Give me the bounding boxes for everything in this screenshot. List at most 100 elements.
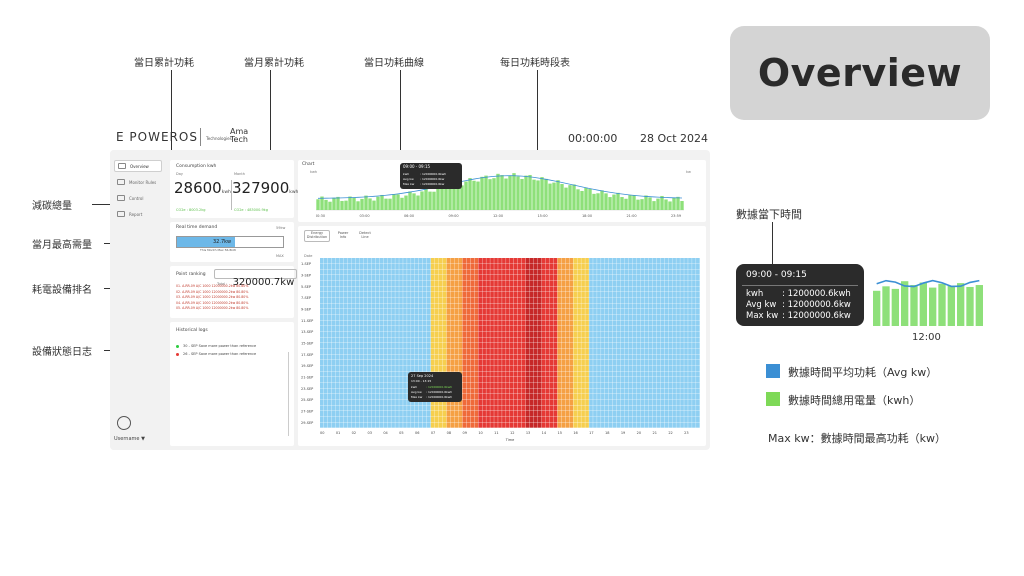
heatmap-cell bbox=[442, 258, 447, 264]
sidebar-item-monitor-rules[interactable]: Monitor Rules bbox=[114, 176, 162, 188]
heatmap-cell bbox=[383, 394, 387, 400]
tab-energy-distribution[interactable]: Energy Distribution bbox=[304, 230, 330, 242]
heatmap-cell bbox=[593, 309, 597, 315]
heatmap-cell bbox=[331, 297, 336, 304]
tooltip-avg-value: : 12000000.6kwh bbox=[426, 390, 453, 394]
tab-detect-line[interactable]: Detect Line bbox=[359, 231, 371, 239]
heatmap-cell bbox=[660, 382, 665, 389]
heatmap-cell bbox=[490, 269, 494, 275]
heatmap-cell bbox=[573, 275, 577, 281]
heatmap-cell bbox=[517, 314, 522, 321]
heatmap-cell bbox=[466, 275, 471, 281]
heatmap-cell bbox=[644, 263, 649, 270]
heatmap-cell bbox=[494, 331, 498, 338]
heatmap-cell bbox=[474, 377, 479, 383]
heatmap-cell bbox=[608, 422, 613, 428]
heatmap-cell bbox=[632, 394, 637, 400]
heatmap-cell bbox=[557, 258, 562, 264]
heatmap-cell bbox=[577, 326, 581, 332]
heatmap-cell bbox=[470, 348, 475, 355]
heatmap-cell bbox=[335, 263, 340, 270]
heatmap-cell bbox=[529, 331, 534, 338]
heatmap-cell bbox=[498, 269, 502, 275]
heatmap-cell bbox=[347, 337, 352, 343]
heatmap-cell bbox=[490, 297, 494, 304]
sidebar-item-report[interactable]: Report bbox=[114, 208, 162, 220]
heatmap-cell bbox=[541, 337, 546, 343]
heatmap-cell bbox=[323, 354, 328, 360]
heatmap-cell bbox=[395, 388, 399, 394]
heatmap-cell bbox=[620, 286, 625, 292]
heatmap-cell bbox=[616, 303, 621, 309]
heatmap-cell bbox=[490, 280, 494, 287]
day-bar bbox=[672, 197, 676, 210]
heatmap-cell bbox=[668, 382, 672, 389]
heatmap-cell bbox=[593, 382, 597, 389]
heatmap-cell bbox=[482, 292, 486, 298]
heatmap-cell bbox=[636, 371, 641, 377]
heatmap-cell bbox=[636, 394, 641, 400]
heatmap-cell bbox=[569, 360, 574, 366]
heatmap-cell bbox=[462, 309, 467, 315]
heatmap-cell bbox=[601, 388, 605, 394]
heatmap-cell bbox=[502, 258, 506, 264]
heatmap-cell bbox=[672, 331, 676, 338]
month-label: Month bbox=[234, 172, 245, 176]
heatmap-cell bbox=[454, 411, 459, 417]
heatmap-cell bbox=[656, 280, 661, 287]
heatmap-cell bbox=[561, 416, 566, 423]
heatmap-cell bbox=[668, 292, 672, 298]
sidebar-item-control[interactable]: Control bbox=[114, 192, 162, 204]
tab-power-info[interactable]: Power Info bbox=[337, 231, 349, 239]
heatmap-cell bbox=[533, 422, 538, 428]
heatmap-cell bbox=[612, 405, 617, 411]
heatmap-cell bbox=[343, 365, 348, 372]
heatmap-cell bbox=[482, 422, 486, 428]
heatmap-cell bbox=[688, 411, 692, 417]
avatar[interactable] bbox=[117, 416, 131, 430]
heatmap-cell bbox=[407, 365, 411, 372]
sidebar: Overview Monitor Rules Control Report Us… bbox=[110, 150, 166, 450]
annotation-line bbox=[772, 222, 773, 266]
heatmap-cell bbox=[418, 405, 423, 411]
x-tick-label: 15 bbox=[558, 431, 562, 435]
heatmap-cell bbox=[648, 303, 653, 309]
heatmap-cell bbox=[387, 411, 391, 417]
username-menu[interactable]: Username ▼ bbox=[114, 436, 145, 442]
heatmap-cell bbox=[320, 422, 324, 428]
heatmap-cell bbox=[399, 422, 403, 428]
heatmap-cell bbox=[537, 320, 542, 326]
heatmap-chart[interactable]: 1-SEP3-SEP5-SEP7-SEP9-SEP11-SEP13-SEP15-… bbox=[300, 258, 704, 444]
heatmap-cell bbox=[652, 394, 657, 400]
heatmap-cell bbox=[490, 275, 494, 281]
sidebar-item-overview[interactable]: Overview bbox=[114, 160, 162, 172]
heatmap-cell bbox=[510, 263, 514, 270]
log-scrollbar[interactable] bbox=[288, 352, 289, 436]
heatmap-cell bbox=[565, 263, 570, 270]
heatmap-cell bbox=[676, 263, 680, 270]
heatmap-cell bbox=[395, 343, 399, 349]
heatmap-cell bbox=[688, 275, 692, 281]
heatmap-cell bbox=[601, 416, 605, 423]
heatmap-cell bbox=[517, 365, 522, 372]
heatmap-cell bbox=[442, 399, 447, 406]
day-value: 28600 bbox=[174, 179, 222, 197]
heatmap-cell bbox=[395, 258, 399, 264]
heatmap-cell bbox=[320, 331, 324, 338]
heatmap-cell bbox=[411, 331, 415, 338]
x-tick-label: 02 bbox=[352, 431, 356, 435]
heatmap-cell bbox=[343, 263, 348, 270]
y-tick-label: 11-SEP bbox=[301, 319, 313, 323]
heatmap-cell bbox=[549, 326, 554, 332]
heatmap-cell bbox=[375, 394, 380, 400]
heatmap-cell bbox=[573, 365, 577, 372]
heatmap-cell bbox=[517, 411, 522, 417]
heatmap-cell bbox=[648, 411, 653, 417]
day-bar bbox=[632, 195, 636, 210]
heatmap-cell bbox=[612, 388, 617, 394]
heatmap-cell bbox=[620, 320, 625, 326]
heatmap-cell bbox=[585, 354, 589, 360]
heatmap-cell bbox=[696, 411, 700, 417]
heatmap-cell bbox=[466, 365, 471, 372]
